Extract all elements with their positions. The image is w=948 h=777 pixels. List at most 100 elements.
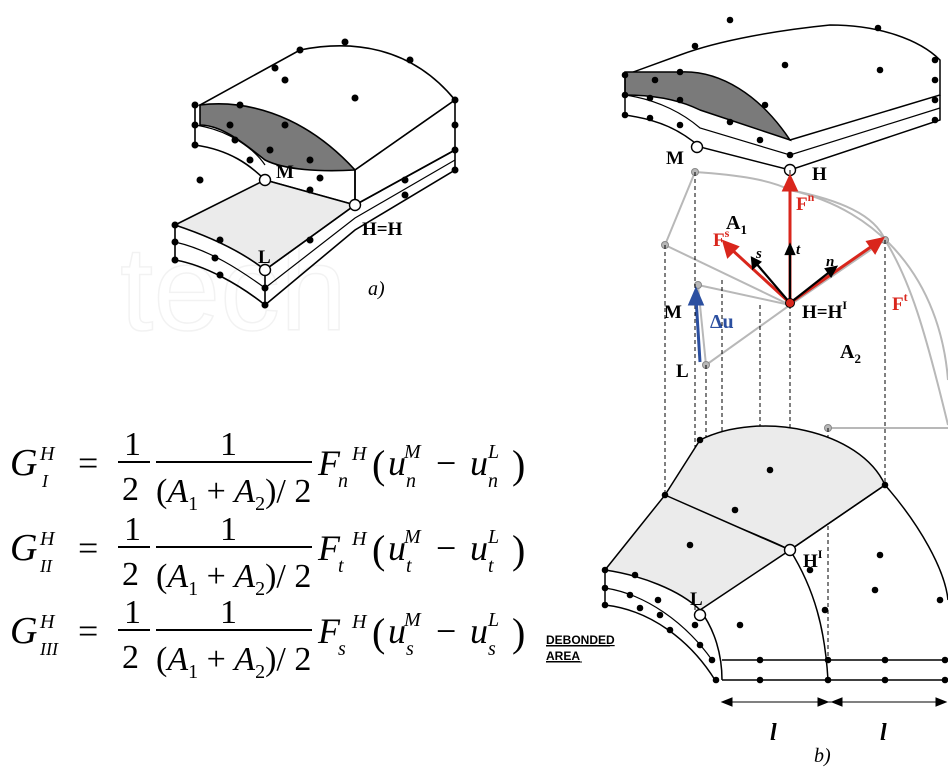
label-HI-bottom: HI: [803, 547, 823, 572]
node-L-a: [258, 263, 272, 277]
label-M-mid: M: [664, 302, 682, 323]
svg-text:=: =: [78, 611, 98, 651]
svg-text:t: t: [488, 555, 494, 577]
svg-text:M: M: [403, 441, 422, 463]
svg-text:n: n: [338, 470, 348, 492]
svg-text:G: G: [10, 527, 37, 569]
svg-text:L: L: [487, 441, 499, 463]
svg-text:F: F: [317, 528, 341, 568]
caption-a: a): [368, 278, 385, 300]
label-L-bottom: L: [690, 589, 703, 610]
caption-b: b): [814, 745, 831, 767]
area-A2-outline: [789, 189, 948, 381]
svg-text:): ): [512, 610, 525, 655]
subfigure-a: M L H=H a): [171, 38, 459, 309]
svg-text:1: 1: [220, 426, 237, 463]
label-area: AREA: [546, 649, 580, 663]
svg-text:n: n: [488, 470, 498, 492]
label-L-a: L: [258, 247, 271, 268]
svg-text:−: −: [436, 443, 456, 483]
svg-text:1: 1: [220, 594, 237, 631]
svg-text:u: u: [470, 611, 488, 651]
label-l-left: l: [770, 720, 777, 746]
svg-text:2: 2: [122, 556, 139, 593]
svg-text:−: −: [436, 528, 456, 568]
label-axis-s: s: [755, 246, 762, 262]
svg-text:−: −: [436, 611, 456, 651]
svg-text:H: H: [39, 611, 56, 633]
svg-text:H: H: [39, 528, 56, 550]
label-H-eq-HI-b: H=HI: [802, 298, 847, 323]
label-A1: A1: [726, 212, 747, 237]
svg-text:=: =: [78, 443, 98, 483]
label-l-right: l: [880, 720, 887, 746]
svg-text:2: 2: [122, 639, 139, 676]
svg-text:(: (: [372, 610, 385, 655]
node-M-top: [690, 140, 704, 154]
label-axis-n: n: [826, 254, 834, 270]
svg-text:1: 1: [124, 594, 141, 631]
svg-text:(: (: [372, 442, 385, 487]
svg-text:s: s: [488, 638, 496, 660]
svg-text:F: F: [317, 611, 341, 651]
svg-text:): ): [512, 527, 525, 572]
svg-text:2: 2: [122, 471, 139, 508]
node-M-a: [258, 173, 272, 187]
equation-GIII: G H III = 1 2 1 (A1 + A2)/ 2 F s H ( u s…: [10, 594, 525, 683]
svg-text:1: 1: [124, 426, 141, 463]
svg-text:M: M: [403, 526, 422, 548]
equation-GII: G H II = 1 2 1 (A1 + A2)/ 2 F t H ( u t …: [10, 511, 525, 600]
svg-text:(: (: [372, 527, 385, 572]
svg-text:(A1 + A2)/ 2: (A1 + A2)/ 2: [156, 473, 311, 515]
node-L-bottom: [693, 608, 707, 622]
svg-text:G: G: [10, 442, 37, 484]
svg-text:u: u: [388, 528, 406, 568]
svg-text:s: s: [338, 638, 346, 660]
svg-text:II: II: [39, 556, 53, 576]
svg-text:u: u: [388, 443, 406, 483]
node-HI-bottom: [783, 543, 797, 557]
svg-text:n: n: [406, 470, 416, 492]
svg-text:I: I: [41, 471, 49, 491]
label-debonded: DEBONDED: [546, 633, 615, 647]
label-H-eq-HI-a: H=H: [362, 219, 403, 240]
svg-text:III: III: [39, 639, 59, 659]
label-A2: A2: [840, 341, 861, 366]
label-M-a: M: [276, 162, 294, 183]
svg-text:1: 1: [220, 511, 237, 548]
svg-text:(A1 + A2)/ 2: (A1 + A2)/ 2: [156, 558, 311, 600]
svg-text:H: H: [351, 528, 368, 550]
svg-text:t: t: [338, 555, 344, 577]
svg-text:t: t: [406, 555, 412, 577]
label-M-top: M: [666, 148, 684, 169]
top-element-dark-face: [624, 71, 792, 142]
label-H-top: H: [812, 164, 827, 185]
svg-text:=: =: [78, 528, 98, 568]
node-H-a: [348, 198, 362, 212]
upper-element-dark-face: [199, 103, 357, 172]
subfigure-b: M H: [601, 16, 948, 767]
svg-text:M: M: [403, 609, 422, 631]
label-Fs: Fs: [713, 226, 730, 251]
svg-text:s: s: [406, 638, 414, 660]
svg-text:1: 1: [124, 511, 141, 548]
svg-text:): ): [512, 442, 525, 487]
svg-text:u: u: [388, 611, 406, 651]
svg-text:G: G: [10, 610, 37, 652]
lower-element-outline: [604, 484, 948, 681]
svg-text:H: H: [39, 443, 56, 465]
svg-text:(A1 + A2)/ 2: (A1 + A2)/ 2: [156, 641, 311, 683]
equations: G H I = 1 2 1 (A1 + A2)/ 2 F n H ( u n M…: [10, 426, 615, 683]
equation-GI: G H I = 1 2 1 (A1 + A2)/ 2 F n H ( u n M…: [10, 426, 525, 515]
svg-text:F: F: [317, 443, 341, 483]
svg-text:L: L: [487, 526, 499, 548]
svg-text:H: H: [351, 611, 368, 633]
label-Fn: Fn: [796, 190, 815, 215]
label-L-mid: L: [676, 361, 689, 382]
label-axis-t: t: [796, 242, 801, 258]
svg-text:L: L: [487, 609, 499, 631]
label-Ft: Ft: [892, 290, 908, 315]
svg-text:u: u: [470, 443, 488, 483]
node-H-eq-HI: [785, 298, 795, 308]
